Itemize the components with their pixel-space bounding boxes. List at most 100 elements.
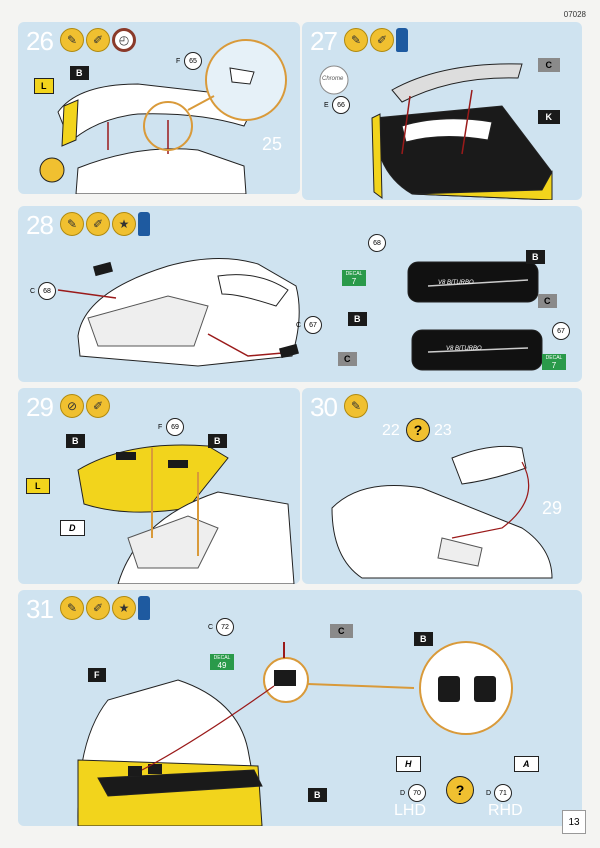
step-26-panel: 26 ✎ ✐ ◴ L B F 65 25 [18, 22, 300, 194]
part-tree-C-72: C [208, 624, 214, 631]
step-28-illustration [57, 258, 543, 371]
label-B-top: B [526, 250, 545, 264]
label-B-right: B [208, 434, 227, 448]
part-65-badge: 65 [184, 52, 202, 70]
label-L: L [34, 78, 54, 94]
ref-step-29: 29 [541, 498, 562, 518]
part-tree-C-67: C [296, 322, 302, 329]
step-28-icons: ✎ ✐ ★ [60, 212, 150, 236]
step-26-icons: ✎ ✐ ◴ [60, 28, 136, 52]
step-31-icons: ✎ ✐ ★ [60, 596, 150, 620]
step-26-illustration [39, 39, 287, 194]
glue-icon: ✎ [344, 394, 368, 418]
document-number: 07028 [563, 10, 586, 19]
part-tree-C-68: C [30, 288, 36, 295]
decal-7-top: DECAL 7 [342, 270, 366, 286]
clock-icon: ◴ [112, 28, 136, 52]
label-C: C [330, 624, 353, 638]
part-tree-D-70: D [400, 790, 406, 797]
glue-icon: ✎ [60, 28, 84, 52]
step-31-illustration [77, 641, 513, 826]
part-tree-E: E [324, 102, 329, 109]
decal-label: DECAL [545, 355, 563, 361]
detail-part-68-badge: 68 [368, 234, 386, 252]
label-B-bumper: B [308, 788, 327, 802]
step-29-panel: 29 ⊘ ✐ F 69 B B L D [18, 388, 300, 584]
paint-brush-icon: ✐ [86, 28, 110, 52]
step-29-icons: ⊘ ✐ [60, 394, 110, 418]
ref-step-25: 25 [261, 134, 282, 154]
step-30-panel: 30 ✎ 22 ? 23 29 [302, 388, 582, 584]
label-D: D [60, 520, 85, 536]
step-30-icons: ✎ [344, 394, 368, 418]
detail-part-67-badge: 67 [552, 322, 570, 340]
paint-brush-icon: ✐ [86, 394, 110, 418]
label-K: K [537, 110, 560, 124]
option-23: 23 [434, 422, 452, 439]
part-tree-D-71: D [486, 790, 492, 797]
lhd-label: LHD [394, 802, 427, 819]
step-29-number: 29 [26, 392, 54, 422]
decal-label: DECAL [345, 271, 363, 277]
step-27-icons: ✎ ✐ [344, 28, 408, 52]
part-tree-F: F [176, 58, 181, 65]
step-26-number: 26 [26, 26, 54, 56]
step-27-illustration [319, 63, 553, 200]
step-30-number: 30 [310, 392, 338, 422]
part-71-badge: 71 [494, 784, 512, 802]
paint-brush-icon: ✐ [370, 28, 394, 52]
chrome-label: Chrome [322, 76, 344, 82]
label-F: F [88, 668, 106, 682]
decal-number: 7 [351, 277, 357, 286]
step-27-panel: 27 ✎ ✐ Chrome E 66 C K [302, 22, 582, 200]
label-B-detail: B [414, 632, 433, 646]
paint-brush-icon: ✐ [86, 212, 110, 236]
glue-icon: ✎ [60, 596, 84, 620]
rhd-label: RHD [488, 802, 523, 819]
question-icon: ? [406, 418, 430, 442]
no-glue-icon: ⊘ [60, 394, 84, 418]
badge-text-top: V8 BITURBO [438, 280, 474, 286]
label-L: L [26, 478, 50, 494]
label-C: C [537, 58, 560, 72]
part-69-badge: 69 [166, 418, 184, 436]
paint-bottle-icon [396, 28, 408, 52]
step-31-number: 31 [26, 594, 54, 624]
star-icon: ★ [112, 212, 136, 236]
step-28-number: 28 [26, 210, 54, 240]
step-27-number: 27 [310, 26, 338, 56]
part-66-badge: 66 [332, 96, 350, 114]
page-number: 13 [562, 810, 586, 834]
glue-icon [39, 157, 65, 183]
decal-number: 49 [217, 661, 227, 670]
option-22: 22 [382, 422, 400, 439]
paint-brush-icon: ✐ [86, 596, 110, 620]
chrome-paint-icon [319, 65, 349, 95]
decal-label: DECAL [213, 655, 231, 661]
decal-bottle-icon [138, 212, 150, 236]
step-30-illustration [331, 445, 553, 579]
part-72-badge: 72 [216, 618, 234, 636]
label-B-left: B [66, 434, 85, 448]
decal-49: DECAL 49 [210, 654, 234, 670]
decal-bottle-icon [138, 596, 150, 620]
step-31-panel: 31 ✎ ✐ ★ C 72 C DECAL 49 F B B H A D 70 … [18, 590, 582, 826]
step-28-panel: 28 ✎ ✐ ★ C 68 C 67 68 67 DECAL 7 DECAL 7… [18, 206, 582, 382]
label-H: H [396, 756, 421, 772]
label-B-bottom: B [348, 312, 367, 326]
star-icon: ★ [112, 596, 136, 620]
label-B: B [70, 66, 89, 80]
question-icon: ? [446, 776, 474, 804]
label-A: A [514, 756, 539, 772]
part-67-badge: 67 [304, 316, 322, 334]
label-C-top: C [538, 294, 557, 308]
badge-text-bottom: V8 BITURBO [446, 346, 482, 352]
decal-number: 7 [551, 361, 557, 370]
glue-icon: ✎ [344, 28, 368, 52]
label-C-bottom: C [338, 352, 357, 366]
decal-7-bottom: DECAL 7 [542, 354, 566, 370]
part-68-badge: 68 [38, 282, 56, 300]
part-70-badge: 70 [408, 784, 426, 802]
glue-icon: ✎ [60, 212, 84, 236]
part-tree-F: F [158, 424, 163, 431]
